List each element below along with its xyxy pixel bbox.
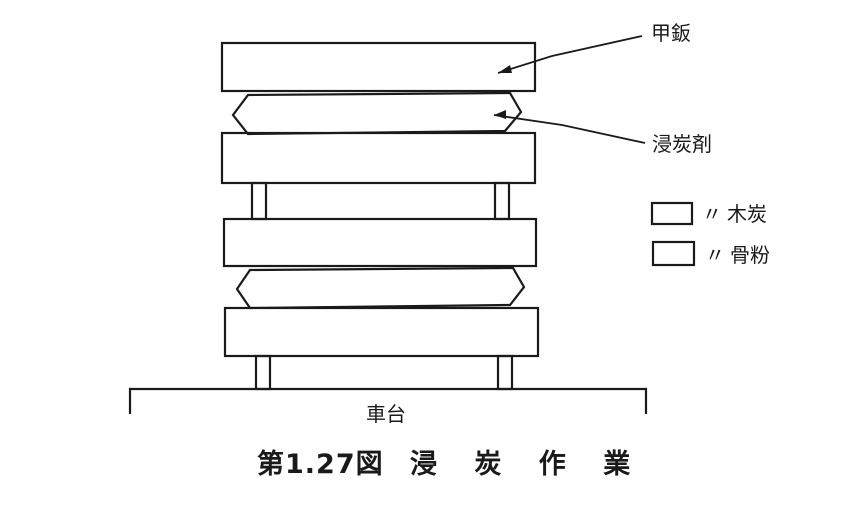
cart-bracket [128,387,648,414]
legend-swatch-bone-meal [651,240,696,267]
support-post [254,354,272,391]
lower-stack [222,217,540,358]
steel-plate-top-2 [222,217,538,268]
carburizer-layer-2 [235,266,526,310]
steel-plate-top-1 [220,41,537,93]
figure-number: 第1.27図 [257,448,384,480]
support-post [493,181,511,221]
upper-stack [220,41,537,185]
steel-plate-leader-arrow [498,65,512,73]
legend-swatch-charcoal [650,201,694,226]
carburizer-leader-arrow [494,110,506,119]
carburizer-label: 浸炭剤 [652,132,712,156]
legend-label-charcoal: 木炭 [727,202,767,226]
steel-plate-bottom-1 [220,131,537,185]
carburizer-leader [493,114,646,144]
lower-supports [254,354,514,391]
steel-plate-bottom-2 [223,306,540,358]
legend-mark-bone-meal: 〃 [705,243,725,267]
legend-label-bone-meal: 骨粉 [730,243,770,267]
upper-supports [250,181,511,221]
cart-label: 車台 [366,402,406,426]
legend-mark-charcoal: 〃 [702,202,722,226]
steel-plate-leader [497,35,643,74]
support-post [250,181,268,221]
figure-title: 浸 炭 作 業 [410,449,644,480]
legend: 〃 木炭 〃 骨粉 [650,201,770,267]
steel-plate-label: 甲鈑 [651,21,691,45]
support-post [496,354,514,391]
carburizer-layer-1 [231,91,523,136]
